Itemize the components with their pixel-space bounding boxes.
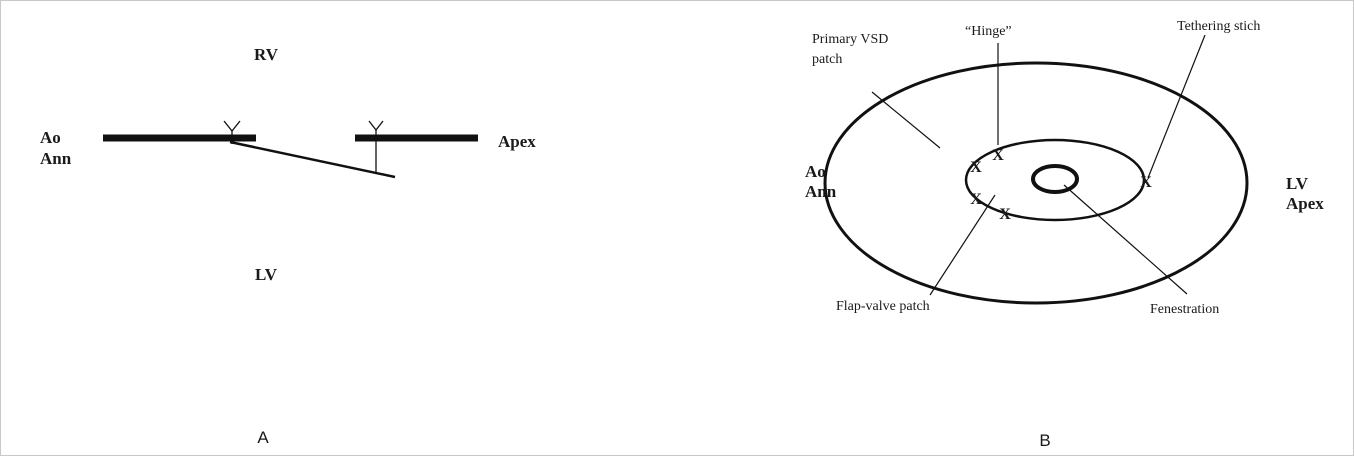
panel-a-caption: A <box>257 428 269 447</box>
flap-line <box>229 140 396 179</box>
stitch-x-mark: X <box>992 147 1004 164</box>
panel-b: Primary VSD patch “Hinge” Tethering stic… <box>805 19 1324 450</box>
flap-valve-label: Flap-valve patch <box>836 299 930 314</box>
apex-label: Apex <box>498 132 536 151</box>
leader-tethering <box>1147 34 1206 179</box>
stitch-x-mark: X <box>1140 174 1152 191</box>
flap-valve-patch <box>964 138 1146 222</box>
tethering-label: Tethering stich <box>1177 19 1260 34</box>
b-ao-ann-label-line2: Ann <box>805 182 837 201</box>
stitch-x-mark: X <box>970 159 982 176</box>
hinge-label: “Hinge” <box>965 24 1012 39</box>
rv-label: RV <box>254 45 279 64</box>
ao-ann-label-line1: Ao <box>40 128 61 147</box>
fenestration-ring <box>1031 164 1079 194</box>
lv-label: LV <box>255 265 278 284</box>
panel-a: RV LV Ao Ann Apex A <box>40 45 536 447</box>
primary-vsd-patch <box>823 61 1249 305</box>
primary-vsd-label-line1: Primary VSD <box>812 32 888 47</box>
leader-flap-valve <box>929 194 996 296</box>
ao-ann-label-line2: Ann <box>40 149 72 168</box>
tether-stitch <box>368 120 384 173</box>
stitch-x-mark: X <box>970 191 982 208</box>
panel-b-caption: B <box>1039 431 1050 450</box>
leader-fenestration <box>1063 184 1188 295</box>
lv-apex-label-line2: Apex <box>1286 194 1324 213</box>
stitch-x-mark: X <box>999 206 1011 223</box>
primary-vsd-label-line2: patch <box>812 52 842 67</box>
hinge-stitch <box>223 120 241 144</box>
lv-apex-label-line1: LV <box>1286 174 1309 193</box>
fenestration-label: Fenestration <box>1150 302 1219 317</box>
leader-primary-vsd <box>871 91 941 149</box>
b-ao-ann-label-line1: Ao <box>805 162 826 181</box>
